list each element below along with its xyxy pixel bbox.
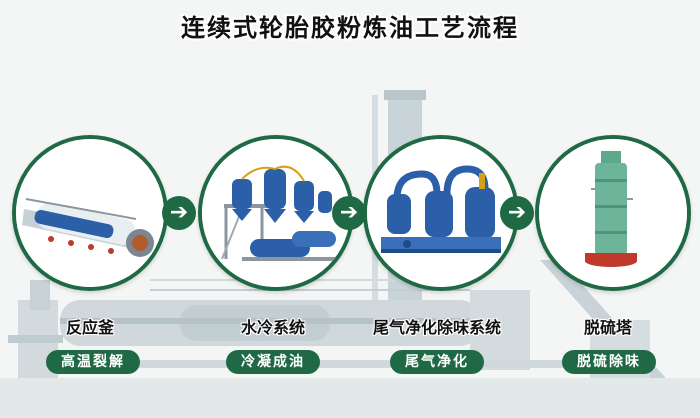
stage-4-caption: 脱硫除味 [562,350,656,374]
stage-4-circle [535,135,691,291]
reactor-kettle-icon [16,139,164,287]
stage-4-label: 脱硫塔 [583,318,632,337]
stage-1-caption: 高温裂解 [46,350,140,374]
stage-3-caption: 尾气净化 [390,350,484,374]
stage-1-label: 反应釜 [65,318,114,337]
arrow-3-to-4: ➔ [500,196,534,230]
desulfurization-tower-icon [539,139,687,287]
stage-1-circle [12,135,168,291]
stage-2-circle [198,135,354,291]
water-cooling-icon [202,139,350,287]
arrow-1-to-2: ➔ [162,196,196,230]
stage-3-label: 尾气净化除味系统 [372,318,501,337]
page-title: 连续式轮胎胶粉炼油工艺流程 [181,14,519,42]
exhaust-purification-icon [367,139,515,287]
stage-3-circle [363,135,519,291]
stage-2-caption: 冷凝成油 [226,350,320,374]
stage-2-label: 水冷系统 [240,318,305,337]
arrow-2-to-3: ➔ [332,196,366,230]
